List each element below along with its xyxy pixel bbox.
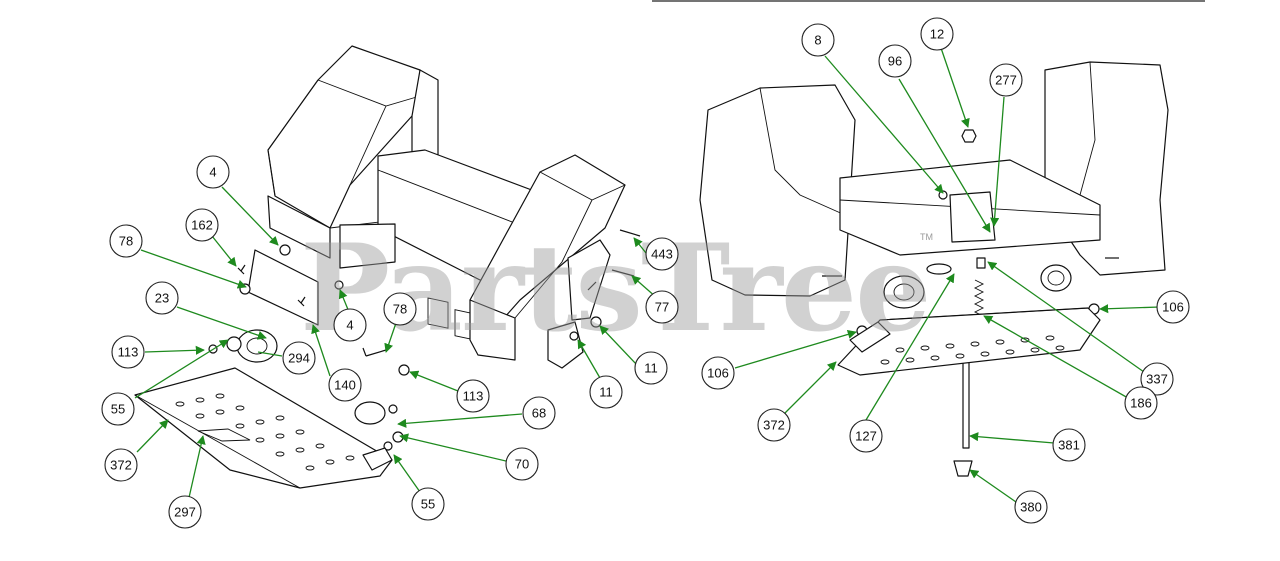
svg-text:186: 186 [1130,396,1152,411]
callout-11-left[interactable]: 11 [589,375,623,409]
svg-text:372: 372 [110,458,132,473]
svg-text:55: 55 [421,497,435,512]
callout-372-right[interactable]: 372 [757,408,791,442]
callout-106-left[interactable]: 106 [701,356,735,390]
svg-text:106: 106 [1162,300,1184,315]
callout-443[interactable]: 443 [645,237,679,271]
callout-12[interactable]: 12 [920,17,954,51]
callout-8[interactable]: 8 [801,23,835,57]
svg-text:4: 4 [209,165,216,180]
svg-text:11: 11 [599,385,613,400]
svg-text:11: 11 [644,361,658,376]
callout-106-right[interactable]: 106 [1156,290,1190,324]
callout-277[interactable]: 277 [989,63,1023,97]
left-step-plate [134,367,393,489]
callout-70[interactable]: 70 [505,447,539,481]
svg-text:140: 140 [334,378,356,393]
svg-text:8: 8 [814,33,821,48]
callout-297[interactable]: 297 [168,495,202,529]
callouts-right: 8 12 96 277 106 106 372 127 337 186 381 … [701,17,1190,524]
callouts-left: 4 162 78 23 113 294 55 372 297 140 4 78 … [101,155,679,529]
right-exploded-view [699,61,1169,477]
svg-text:23: 23 [155,291,169,306]
left-hopper-housing [267,45,439,259]
svg-text:106: 106 [707,366,729,381]
callout-372-left[interactable]: 372 [104,448,138,482]
callout-337[interactable]: 337 [1140,362,1174,396]
svg-text:127: 127 [855,429,877,444]
callout-78-center[interactable]: 78 [383,292,417,326]
svg-text:96: 96 [888,54,902,69]
left-exploded-view [134,45,641,489]
left-hardware [208,229,641,451]
svg-text:294: 294 [288,351,310,366]
watermark-tm: TM [920,232,933,242]
callout-113-left[interactable]: 113 [111,335,145,369]
callout-55-left[interactable]: 55 [101,392,135,426]
callout-294[interactable]: 294 [282,341,316,375]
svg-text:381: 381 [1058,438,1080,453]
svg-text:70: 70 [515,457,529,472]
left-side-chute [469,154,626,369]
callout-77[interactable]: 77 [645,290,679,324]
callout-78-left[interactable]: 78 [109,224,143,258]
watermark: PartsTree TM [300,218,933,359]
callout-96[interactable]: 96 [878,44,912,78]
right-left-fender [699,84,856,297]
svg-text:113: 113 [118,345,139,360]
callout-140[interactable]: 140 [328,368,362,402]
svg-text:113: 113 [463,389,484,404]
right-hardware [822,129,1119,477]
svg-text:162: 162 [191,218,213,233]
svg-text:277: 277 [995,73,1017,88]
svg-text:77: 77 [655,300,669,315]
svg-text:337: 337 [1146,372,1168,387]
svg-text:372: 372 [763,418,785,433]
callout-23[interactable]: 23 [145,281,179,315]
svg-text:78: 78 [393,302,407,317]
callout-68[interactable]: 68 [522,396,556,430]
callout-380[interactable]: 380 [1014,490,1048,524]
callout-186[interactable]: 186 [1124,386,1158,420]
svg-text:55: 55 [111,402,125,417]
callout-55-lower[interactable]: 55 [411,487,445,521]
callout-127[interactable]: 127 [849,419,883,453]
svg-text:12: 12 [930,27,944,42]
callout-4-upper[interactable]: 4 [196,155,230,189]
svg-text:4: 4 [346,318,353,333]
leader-lines [134,47,1161,503]
svg-text:443: 443 [651,247,673,262]
callout-162[interactable]: 162 [185,208,219,242]
svg-text:297: 297 [174,505,196,520]
watermark-text: PartsTree [300,218,929,359]
callout-113-center[interactable]: 113 [456,379,490,413]
svg-text:78: 78 [119,234,133,249]
callout-381[interactable]: 381 [1052,428,1086,462]
svg-text:380: 380 [1020,500,1042,515]
callout-4-lower[interactable]: 4 [333,308,367,342]
callout-11-right[interactable]: 11 [634,351,668,385]
svg-text:68: 68 [532,406,546,421]
